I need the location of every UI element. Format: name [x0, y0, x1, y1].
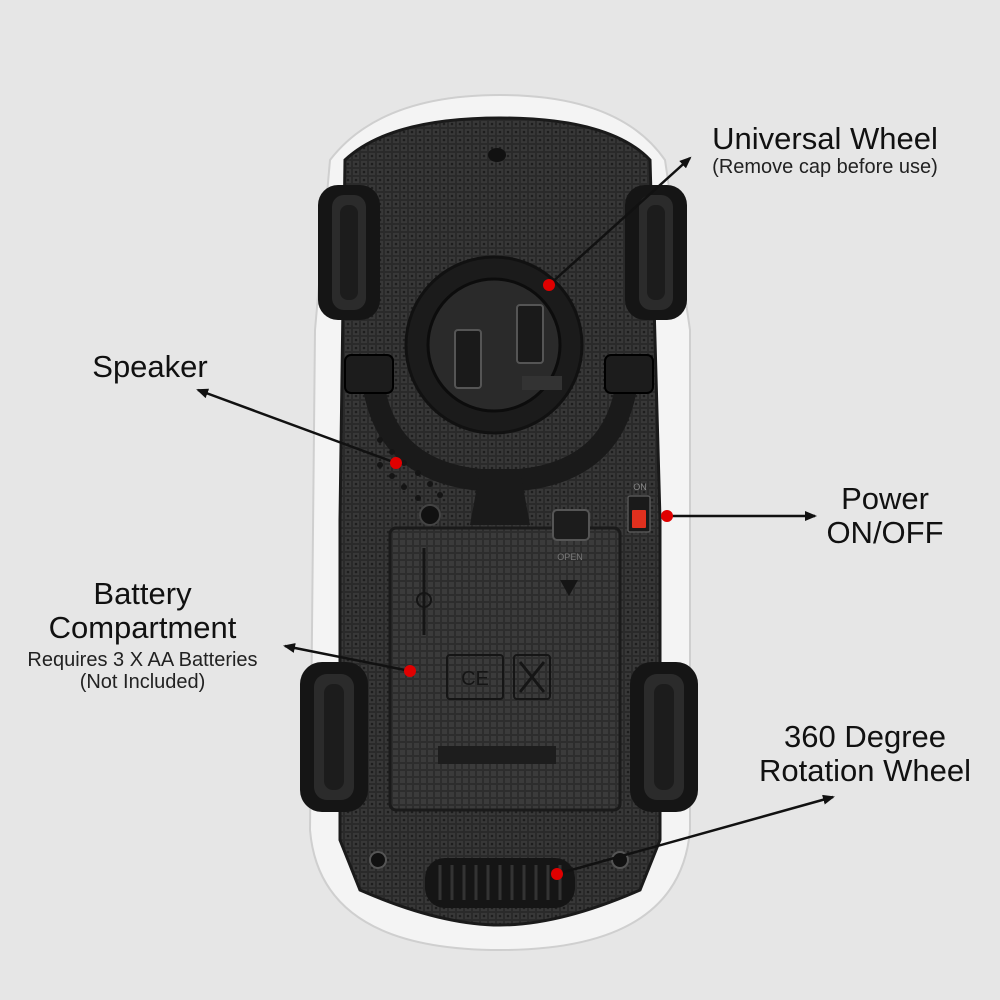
- label-battery: Battery Compartment Requires 3 X AA Batt…: [5, 576, 280, 694]
- leader-lines: [196, 156, 835, 876]
- label-power: Power ON/OFF: [810, 481, 960, 551]
- arrow-battery: [283, 643, 411, 673]
- tow-hole: [488, 148, 506, 162]
- label-universal-wheel: Universal Wheel (Remove cap before use): [690, 121, 960, 179]
- markers: [390, 279, 673, 880]
- arrow-universal-wheel: [548, 156, 692, 286]
- battery-line1: Battery: [93, 576, 192, 611]
- universal-wheel-title: Universal Wheel: [712, 121, 938, 156]
- label-rotation-wheel: 360 Degree Rotation Wheel: [735, 719, 995, 789]
- battery-note2: (Not Included): [79, 671, 206, 694]
- marker-speaker: [390, 457, 402, 469]
- rotation-wheel: [369, 851, 629, 908]
- universal-wheel-assembly: [344, 255, 654, 525]
- marker-rotation: [551, 868, 563, 880]
- ce-mark: CE: [461, 668, 489, 690]
- switch-on-label: ON: [633, 482, 647, 492]
- marker-universal-wheel: [543, 279, 555, 291]
- universal-wheel-note: (Remove cap before use): [712, 156, 938, 179]
- rotation-line2: Rotation Wheel: [759, 753, 971, 789]
- power-switch[interactable]: [627, 495, 651, 533]
- battery-note1: Requires 3 X AA Batteries: [27, 649, 258, 672]
- rotation-line1: 360 Degree: [783, 719, 946, 754]
- front-left-wheel: [318, 185, 380, 320]
- battery-open-label: OPEN: [557, 552, 583, 562]
- power-line2: ON/OFF: [826, 515, 944, 551]
- speaker-title: Speaker: [92, 349, 208, 384]
- battery-compartment-cover: [388, 509, 622, 812]
- arrow-speaker: [196, 388, 397, 465]
- rear-right-wheel: [630, 662, 698, 812]
- power-line1: Power: [841, 481, 929, 516]
- screw-hole: [419, 504, 441, 526]
- label-speaker: Speaker: [70, 349, 230, 384]
- arrow-rotation: [556, 794, 835, 876]
- marker-battery: [404, 665, 416, 677]
- rear-left-wheel: [300, 662, 368, 812]
- marker-power: [661, 510, 673, 522]
- battery-line2: Compartment: [48, 610, 237, 646]
- speaker-grille: [377, 437, 443, 501]
- front-right-wheel: [625, 185, 687, 320]
